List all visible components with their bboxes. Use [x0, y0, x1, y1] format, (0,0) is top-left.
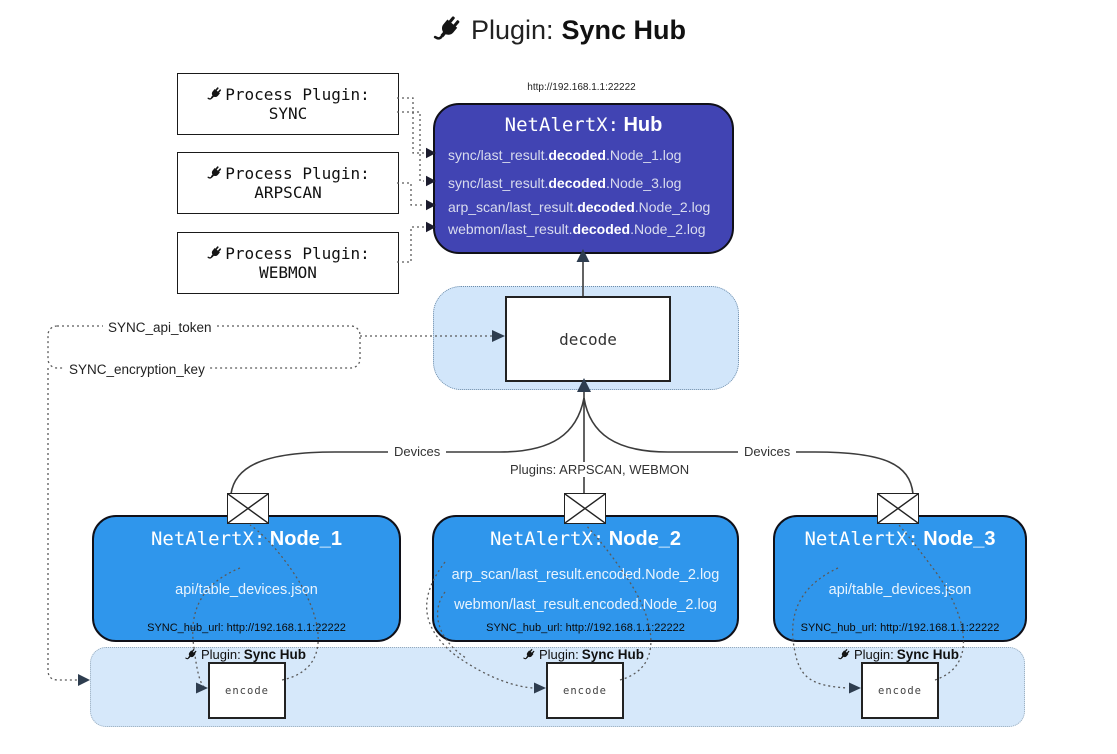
node-files: api/table_devices.json [785, 561, 1015, 619]
process-plugin-label: Process Plugin: [225, 164, 370, 183]
title-name: Sync Hub [561, 14, 687, 45]
node-title: NetAlertX: Node_3 [804, 528, 996, 550]
hub-log-entry: sync/last_result.decoded.Node_3.log [448, 175, 682, 191]
hub-title-name: Hub [623, 114, 663, 136]
hub-log-entry: webmon/last_result.decoded.Node_2.log [448, 221, 706, 237]
process-plugin-name: SYNC [268, 104, 308, 123]
process-plugin-name: WEBMON [259, 263, 317, 282]
process-plugin-name: ARPSCAN [254, 183, 322, 202]
process-plugin-label: Process Plugin: [225, 85, 370, 104]
plug-icon [837, 648, 851, 662]
edge-label-devices-left: Devices [388, 444, 447, 459]
plug-icon [206, 86, 223, 103]
node-hub-url: SYNC_hub_url: http://192.168.1.1:22222 [800, 622, 1000, 634]
node-file: webmon/last_result.encoded.Node_2.log [454, 597, 717, 613]
hub-title: NetAlertX: Hub [435, 114, 732, 137]
encoder-plugin-label: Plugin:Sync Hub [493, 647, 673, 662]
node-title: NetAlertX: Node_1 [150, 528, 343, 550]
hub-title-label: NetAlertX: [504, 114, 620, 136]
hub-node: NetAlertX: Hub sync/last_result.decoded.… [433, 103, 734, 254]
encoder-plugin-label: Plugin:Sync Hub [808, 647, 988, 662]
node-title: NetAlertX: Node_2 [489, 528, 682, 550]
process-plugin-box-webmon: Process Plugin: WEBMON [177, 232, 399, 294]
edge-label-devices-right: Devices [738, 444, 797, 459]
sync-api-token-label: SYNC_api_token [103, 320, 217, 335]
envelope-icon [877, 493, 919, 524]
process-plugin-box-sync: Process Plugin: SYNC [177, 73, 399, 135]
node-1: NetAlertX: Node_1 api/table_devices.json… [92, 515, 401, 642]
sync-encryption-key-label: SYNC_encryption_key [64, 362, 210, 377]
node-3: NetAlertX: Node_3 api/table_devices.json… [773, 515, 1027, 642]
node-file: api/table_devices.json [175, 582, 318, 598]
encode-step: encode [546, 662, 624, 719]
plug-icon [431, 14, 463, 46]
process-plugin-label: Process Plugin: [225, 244, 370, 263]
envelope-icon [564, 493, 606, 524]
node-files: arp_scan/last_result.encoded.Node_2.log … [444, 561, 727, 619]
node-file: api/table_devices.json [828, 582, 972, 598]
node-hub-url: SYNC_hub_url: http://192.168.1.1:22222 [147, 622, 346, 634]
hub-log-entry: sync/last_result.decoded.Node_1.log [448, 147, 682, 163]
plug-icon [206, 165, 223, 182]
plug-icon [206, 245, 223, 262]
diagram-title: Plugin: Sync Hub [0, 14, 1117, 46]
hub-url-label: http://192.168.1.1:22222 [527, 82, 636, 93]
edge-label-plugins-middle: Plugins: ARPSCAN, WEBMON [504, 462, 696, 477]
plug-icon [184, 648, 198, 662]
plug-icon [522, 648, 536, 662]
node-file: arp_scan/last_result.encoded.Node_2.log [451, 567, 720, 583]
encode-step: encode [861, 662, 939, 719]
process-plugin-box-arpscan: Process Plugin: ARPSCAN [177, 152, 399, 214]
title-label: Plugin: [470, 14, 554, 45]
encode-step: encode [208, 662, 286, 719]
node-files: api/table_devices.json [104, 561, 389, 619]
node-2: NetAlertX: Node_2 arp_scan/last_result.e… [432, 515, 739, 642]
hub-log-entry: arp_scan/last_result.decoded.Node_2.log [448, 199, 711, 215]
node-hub-url: SYNC_hub_url: http://192.168.1.1:22222 [486, 622, 685, 634]
encoder-plugin-label: Plugin:Sync Hub [155, 647, 335, 662]
envelope-icon [227, 493, 269, 524]
decode-step: decode [505, 296, 671, 382]
